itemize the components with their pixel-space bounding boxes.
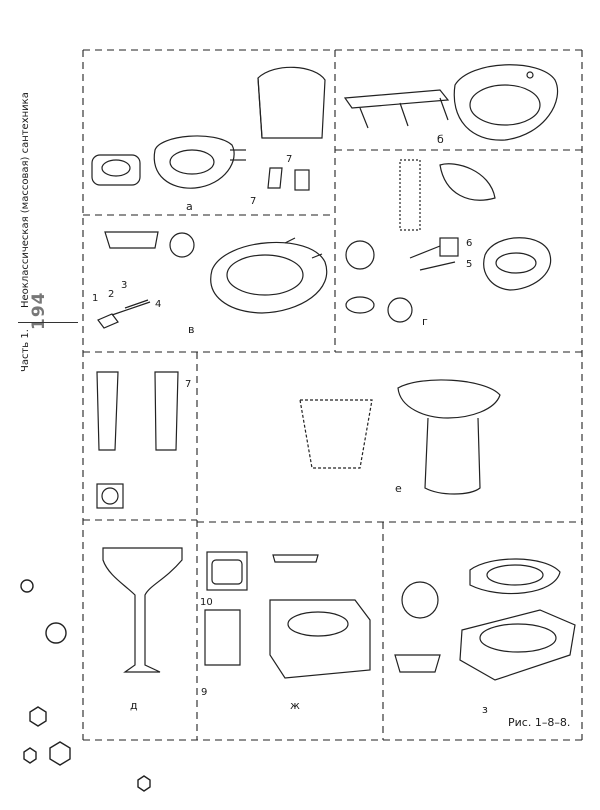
panel-d-drawing: [96, 371, 183, 673]
panel-z-drawing: [394, 558, 576, 681]
panel-label-zh: ж: [290, 699, 300, 712]
panel-b-drawing: [343, 64, 559, 141]
panel-a-drawing: [91, 66, 326, 191]
header-rule: [18, 322, 78, 323]
panel-label-z: з: [482, 703, 488, 716]
callout-d-7: 7: [185, 379, 192, 390]
panel-label-b: б: [437, 133, 444, 146]
panel-label-g: г: [422, 315, 428, 328]
panel-g-drawing: [345, 159, 552, 323]
callout-v-2: 2: [108, 289, 115, 300]
panel-label-v: в: [188, 323, 195, 336]
panel-label-e: е: [395, 482, 402, 495]
margin-hardware: [20, 579, 151, 792]
panel-zh-drawing: [204, 551, 371, 679]
callout-g-6: 6: [466, 238, 473, 249]
callout-a-pedestal: 7: [286, 154, 293, 165]
callout-g-5: 5: [466, 259, 473, 270]
callout-zh-9: 9: [201, 687, 208, 698]
panel-v-drawing: [97, 231, 328, 329]
panel-grid: [82, 49, 583, 741]
figure-caption: Рис. 1–8–8.: [508, 716, 571, 729]
callout-v-1: 1: [92, 293, 99, 304]
callout-v-4: 4: [155, 299, 162, 310]
callout-a-cap: 7: [250, 196, 257, 207]
panel-e-drawing: [299, 379, 501, 495]
callout-zh-10: 10: [200, 597, 213, 608]
callout-v-3: 3: [121, 280, 128, 291]
panel-label-d: д: [130, 699, 138, 712]
panel-label-a: а: [186, 200, 193, 213]
